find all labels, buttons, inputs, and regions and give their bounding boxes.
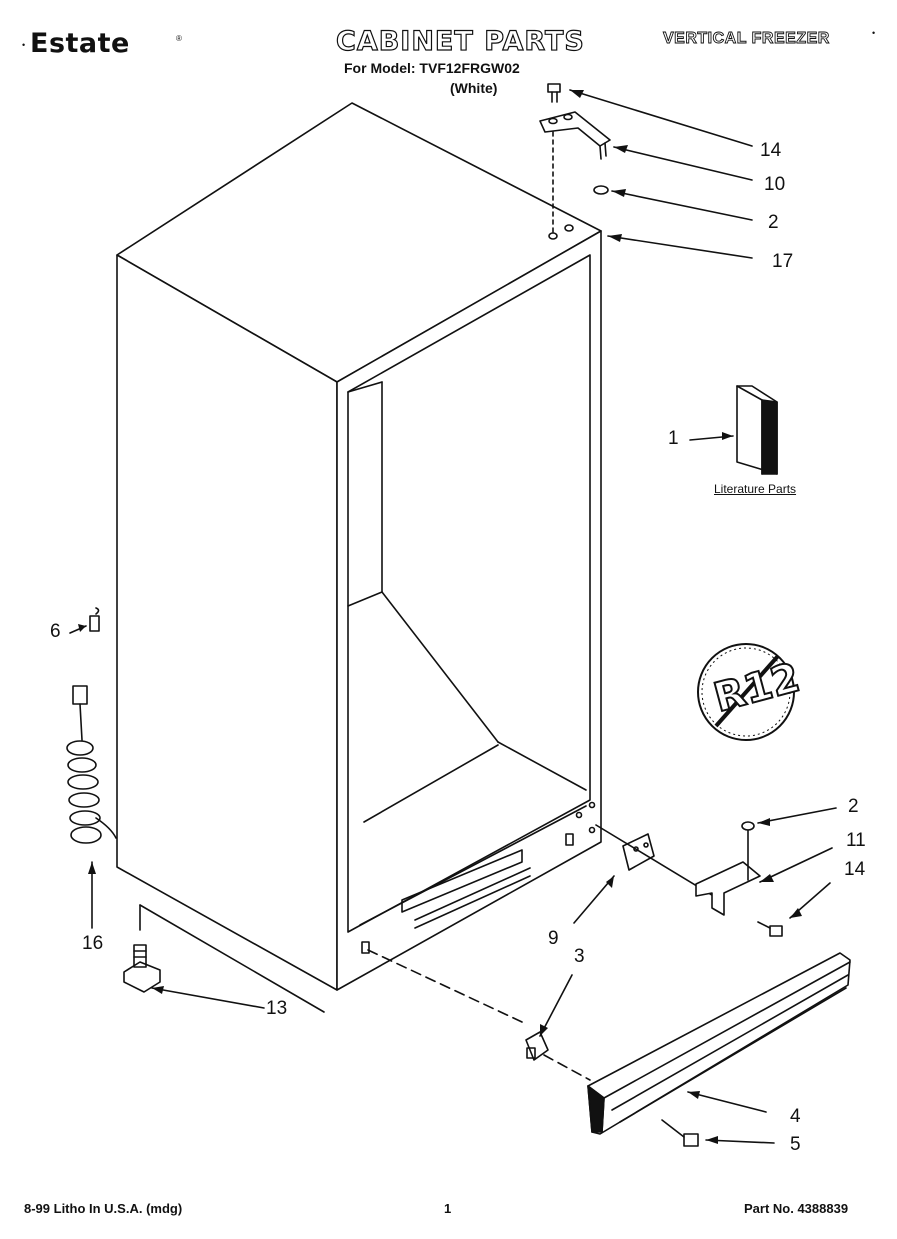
callout-6: 6 [50, 621, 61, 642]
callout-10: 10 [764, 174, 786, 195]
corner-mark-right: • [872, 28, 876, 38]
footer-date-litho: 8-99 Litho In U.S.A. (mdg) [24, 1201, 183, 1216]
literature-parts-label: Literature Parts [714, 482, 797, 496]
power-cord [66, 685, 117, 844]
bottom-hinge [695, 861, 761, 916]
footer-part-number: Part No. 4388839 [744, 1201, 849, 1216]
callout-14-top: 14 [760, 140, 782, 161]
callout-4: 4 [790, 1106, 801, 1127]
kickplate-bracket [525, 1031, 549, 1061]
literature-book [736, 385, 778, 475]
model-number: For Model: TVF12FRGW02 [344, 60, 520, 76]
bottom-hinge-screw [757, 921, 783, 937]
callout-14-bottom: 14 [844, 859, 866, 880]
no-r12-badge [697, 643, 795, 741]
callout-9: 9 [548, 928, 559, 949]
clip-part-6 [89, 607, 100, 632]
brand-registered-mark: ® [176, 34, 182, 43]
color-note: (White) [450, 80, 498, 96]
top-hinge [539, 111, 611, 160]
brand-logo: Estate [30, 28, 130, 59]
callout-17: 17 [772, 251, 794, 272]
corner-mark-left: • [22, 40, 26, 50]
callout-2-top: 2 [768, 212, 779, 233]
callout-13: 13 [266, 998, 288, 1019]
kickplate [587, 952, 851, 1135]
bottom-hinge-shim [622, 833, 655, 871]
footer-page-number: 1 [444, 1201, 452, 1216]
page-title: CABINET PARTS [335, 25, 585, 57]
bottom-washer [741, 821, 755, 831]
callout-1: 1 [668, 428, 679, 449]
callout-3: 3 [574, 946, 585, 967]
top-hinge-screw [547, 83, 561, 103]
cabinet-shell [116, 102, 602, 991]
kickplate-screw [661, 1119, 699, 1147]
callout-11: 11 [846, 830, 866, 851]
callout-16: 16 [82, 933, 104, 954]
leveling-leg [123, 944, 161, 993]
callout-2-bottom: 2 [848, 796, 859, 817]
top-washer [593, 185, 609, 195]
product-category: VERTICAL FREEZER [663, 30, 830, 48]
callout-5: 5 [790, 1134, 801, 1155]
